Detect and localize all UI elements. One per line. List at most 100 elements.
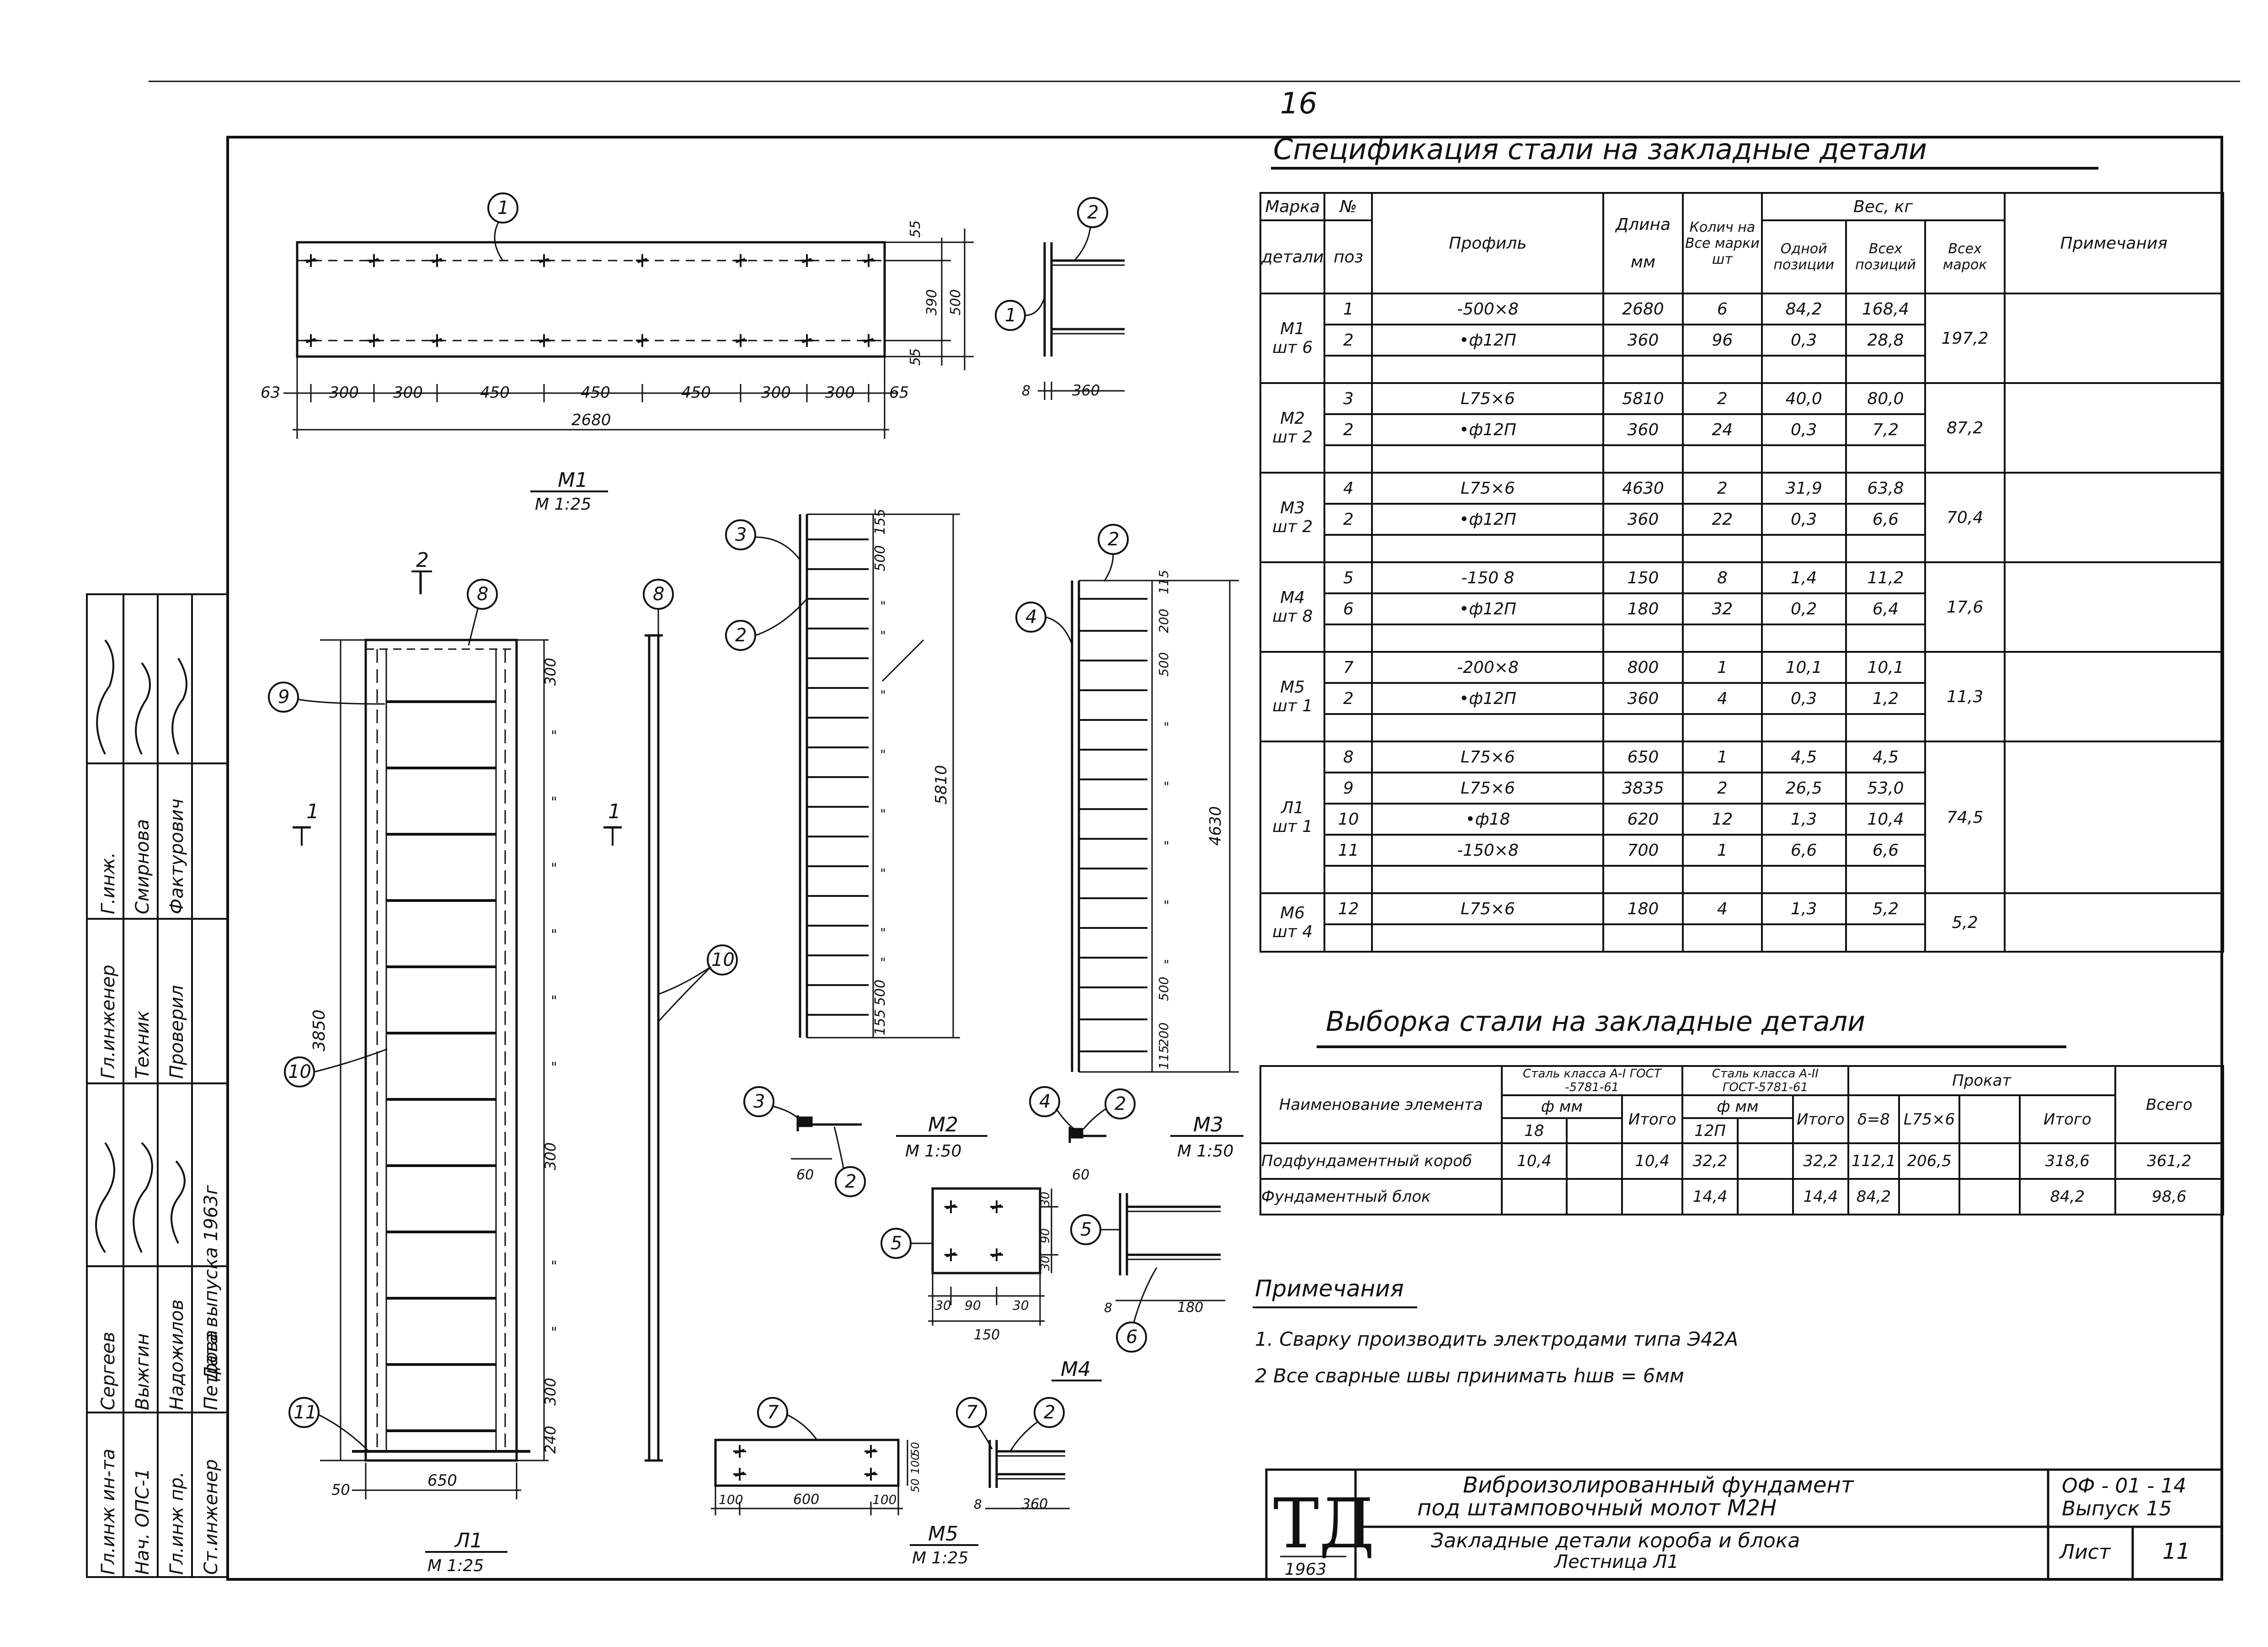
spec-cell-len: 620 <box>1602 803 1684 836</box>
spec-cell-profile: -500×8 <box>1371 293 1605 325</box>
spec-empty-cell <box>1602 534 1684 563</box>
svg-text:155: 155 <box>872 1009 888 1035</box>
spec-total: 11,3 <box>1924 651 2006 742</box>
svg-text:55: 55 <box>907 220 923 238</box>
spec-note <box>2003 741 2225 894</box>
spec-cell-len: 360 <box>1602 682 1684 715</box>
sel-empty-cell <box>1566 1178 1623 1215</box>
spec-cell-profile: L75×6 <box>1371 741 1605 773</box>
sel-cell-a18: 10,4 <box>1500 1142 1568 1180</box>
doc-issue: Выпуск 15 <box>2062 1497 2172 1520</box>
spec-cell-qty: 4 <box>1681 682 1763 715</box>
hdr-marka: Марка <box>1259 192 1326 221</box>
spec-cell-one: 1,3 <box>1761 892 1847 925</box>
spec-empty-cell <box>1761 355 1847 384</box>
subtitle-line2: Лестница Л1 <box>1553 1551 1679 1572</box>
m3-scale: М 1:50 <box>1177 1142 1233 1161</box>
svg-text:600: 600 <box>793 1492 819 1508</box>
spec-empty-cell <box>1761 624 1847 653</box>
sel-hdr-steel1: Сталь класса А-I ГОСТ -5781-61 <box>1500 1065 1684 1096</box>
spec-empty-cell <box>1845 923 1926 953</box>
spec-empty-cell <box>1602 624 1684 653</box>
svg-text:": " <box>880 598 886 613</box>
svg-text:Выжгин: Выжгин <box>132 1333 153 1410</box>
spec-cell-len: 3835 <box>1602 772 1684 805</box>
svg-text:Нач. ОПС-1: Нач. ОПС-1 <box>132 1468 153 1575</box>
spec-note <box>2003 651 2225 742</box>
spec-empty-cell <box>1681 534 1763 563</box>
svg-text:3: 3 <box>735 524 747 545</box>
left-stamp <box>86 593 229 1578</box>
m2-labels: 3 2 5810 155 500 500 155 " " " " " " " " <box>735 509 950 1035</box>
m2-scale: М 1:50 <box>905 1142 961 1161</box>
svg-text:30: 30 <box>1039 1256 1052 1271</box>
svg-text:5810: 5810 <box>932 765 950 805</box>
svg-text:": " <box>880 925 886 940</box>
spec-empty-cell <box>1761 923 1847 953</box>
svg-text:": " <box>1163 720 1169 735</box>
m3-title: М3 <box>1193 1113 1223 1136</box>
svg-text:Гл.инж ин-та: Гл.инж ин-та <box>98 1449 119 1575</box>
spec-title: Спецификация стали на закладные детали <box>1273 133 1927 166</box>
svg-text:3850: 3850 <box>310 1009 329 1051</box>
spec-spacer-row <box>1260 355 2223 384</box>
spec-empty-cell <box>1323 713 1373 742</box>
spec-cell-qty: 6 <box>1681 293 1763 325</box>
m1-side-left-dim: 8 <box>1022 383 1030 399</box>
sel-hdr-d12p: 12П <box>1681 1117 1739 1144</box>
spec-empty-cell <box>1845 713 1926 742</box>
spec-empty-cell <box>1323 865 1373 894</box>
m5-side-dim: 360 <box>1022 1496 1048 1512</box>
svg-text:Ст.инженер: Ст.инженер <box>201 1459 222 1575</box>
spec-empty-cell <box>1602 923 1684 953</box>
spec-cell-qty: 2 <box>1681 382 1763 415</box>
svg-text:500: 500 <box>872 980 888 1006</box>
spec-cell-all: 10,4 <box>1845 803 1926 836</box>
spec-cell-pos: 8 <box>1323 741 1373 773</box>
sel-cell-l75 <box>1898 1178 1960 1215</box>
spec-cell-pos: 2 <box>1323 413 1373 446</box>
spec-cell-pos: 2 <box>1323 324 1373 357</box>
svg-text:": " <box>1163 779 1169 794</box>
svg-text:Надожилов: Надожилов <box>166 1300 187 1410</box>
sel-cell-total: 98,6 <box>2114 1178 2225 1215</box>
spec-cell-qty: 24 <box>1681 413 1763 446</box>
spec-cell-one: 0,3 <box>1761 503 1847 536</box>
svg-text:30: 30 <box>935 1298 951 1313</box>
spec-cell-qty: 96 <box>1681 324 1763 357</box>
svg-text:1: 1 <box>608 800 621 823</box>
svg-text:7: 7 <box>966 1402 978 1423</box>
spec-cell-one: 0,3 <box>1761 682 1847 715</box>
spec-empty-cell <box>1761 534 1847 563</box>
spec-cell-qty: 8 <box>1681 561 1763 594</box>
spec-cell-all: 6,6 <box>1845 503 1926 536</box>
spec-cell-one: 0,3 <box>1761 324 1847 357</box>
svg-text:50: 50 <box>909 1478 922 1492</box>
sel-hdr-vsego: Всего <box>2114 1065 2225 1144</box>
selection-title: Выборка стали на закладные детали <box>1326 1006 1866 1038</box>
svg-text:2: 2 <box>416 549 429 572</box>
svg-text:М 1:25: М 1:25 <box>535 495 591 514</box>
spec-empty-cell <box>1845 444 1926 474</box>
svg-text:": " <box>880 866 886 881</box>
spec-cell-all: 1,2 <box>1845 682 1926 715</box>
spec-spacer-row <box>1260 534 2223 563</box>
spec-cell-all: 63,8 <box>1845 472 1926 505</box>
spec-cell-qty: 2 <box>1681 472 1763 505</box>
page-number: 16 <box>1280 87 1317 121</box>
svg-text:9: 9 <box>278 687 289 708</box>
m3-section-dim: 60 <box>1072 1167 1089 1183</box>
svg-text:6: 6 <box>1126 1327 1137 1348</box>
spec-cell-qty: 1 <box>1681 834 1763 867</box>
svg-text:300: 300 <box>542 658 559 686</box>
spec-cell-pos: 7 <box>1323 651 1373 684</box>
sel-empty-cell <box>1566 1142 1623 1180</box>
